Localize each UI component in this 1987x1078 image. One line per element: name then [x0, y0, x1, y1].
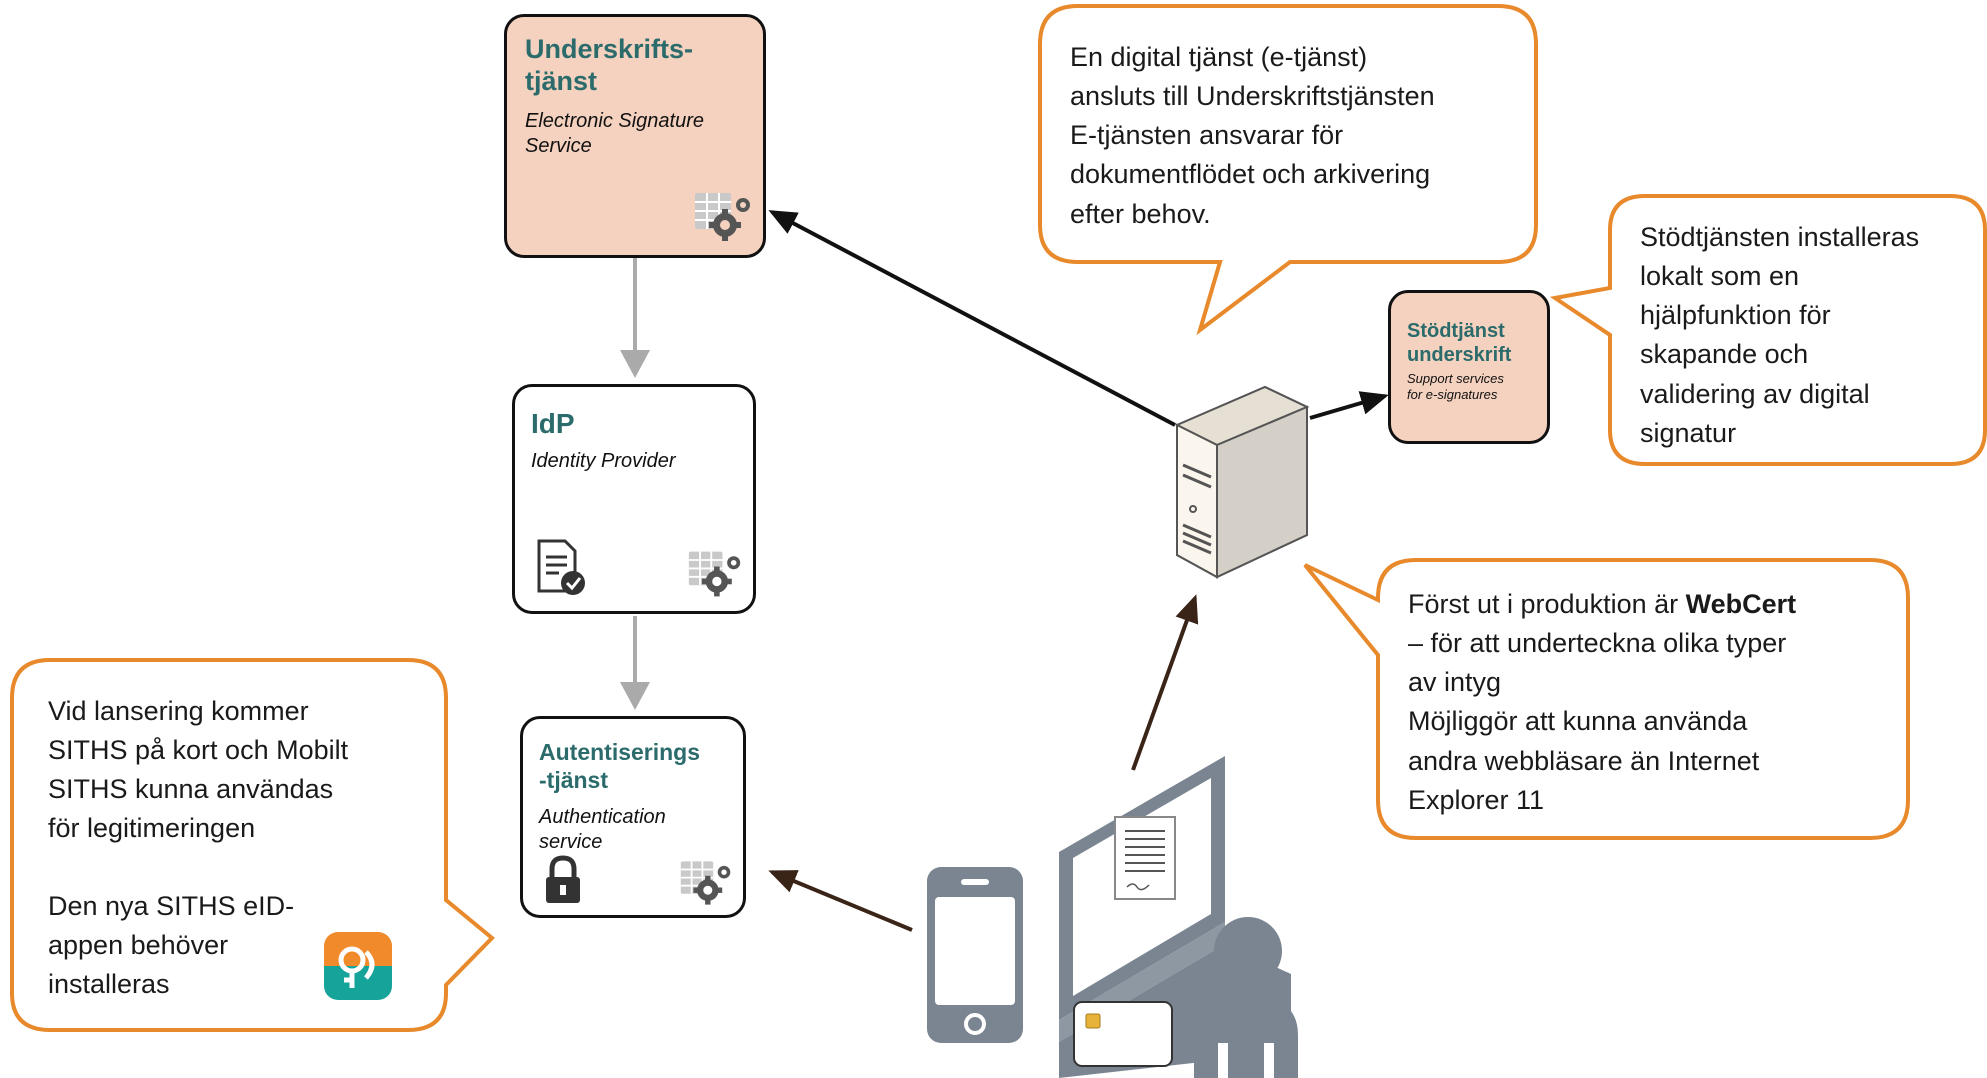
callout-eservice: En digital tjänst (e-tjänst) ansluts til…: [1070, 38, 1510, 234]
arrow-computer-to-server: [1131, 594, 1199, 771]
document-icon: [1114, 816, 1176, 900]
callout-bubble-webcert: [1303, 558, 1910, 840]
node-idp-title: IdP: [531, 408, 575, 439]
padlock-icon: [546, 855, 580, 903]
callout-siths: Vid lansering kommer SITHS på kort och M…: [48, 692, 428, 1004]
node-signature-service-subtitle: Electronic Signature Service: [525, 110, 704, 157]
callout-bubble-support-info: [1549, 194, 1987, 466]
callout-eservice-line2: E-tjänsten ansvarar för dokumentflödet o…: [1070, 120, 1431, 229]
node-idp: IdP Identity Provider: [512, 384, 756, 614]
arrow-server-to-support: [1309, 391, 1389, 420]
node-support-subtitle: Support services for e-signatures: [1407, 371, 1504, 403]
node-idp-subtitle: Identity Provider: [531, 450, 676, 472]
node-authentication-title: Autentiserings -tjänst: [539, 739, 701, 793]
callout-webcert-heading: Först ut i produktion är WebCert: [1408, 585, 1893, 624]
document-check-icon: [537, 539, 585, 595]
node-support-title: Stödtjänst underskrift: [1407, 320, 1512, 366]
arrow-server-to-signature: [768, 210, 1176, 427]
callout-webcert-highlight: WebCert: [1685, 589, 1797, 619]
callout-webcert: Först ut i produktion är WebCert – för a…: [1408, 585, 1893, 820]
callout-support-info-text: Stödtjänsten installeras lokalt som en h…: [1640, 222, 1920, 448]
gear-grid-icon: [688, 551, 741, 597]
node-authentication: Autentiserings -tjänst Authentication se…: [520, 716, 746, 918]
node-authentication-subtitle: Authentication service: [539, 806, 666, 853]
gear-grid-icon: [680, 861, 731, 905]
callout-siths-text2: Den nya SITHS eID- appen behöver install…: [48, 890, 295, 999]
callout-webcert-prefix: Först ut i produktion är: [1408, 589, 1686, 619]
node-support: Stödtjänst underskrift Support services …: [1388, 290, 1550, 444]
gear-grid-icon: [695, 193, 750, 241]
person-icon: [1194, 917, 1298, 1078]
callout-eservice-line1: En digital tjänst (e-tjänst) ansluts til…: [1070, 42, 1435, 112]
callout-bubble-eservice: [1038, 4, 1538, 336]
smartphone-icon: [927, 867, 1023, 1043]
callout-support-info: Stödtjänsten installeras lokalt som en h…: [1640, 218, 1980, 453]
node-signature-service: Underskrifts- tjänst Electronic Signatur…: [504, 14, 766, 258]
smart-card-icon: [1073, 1001, 1173, 1067]
siths-app-icon: [324, 932, 392, 1000]
callout-webcert-rest: – för att underteckna olika typer av int…: [1408, 628, 1787, 815]
node-signature-service-title: Underskrifts- tjänst: [525, 34, 694, 97]
arrow-phone-to-auth: [768, 870, 913, 932]
callout-siths-text: Vid lansering kommer SITHS på kort och M…: [48, 696, 349, 844]
server-icon: [1174, 385, 1310, 579]
